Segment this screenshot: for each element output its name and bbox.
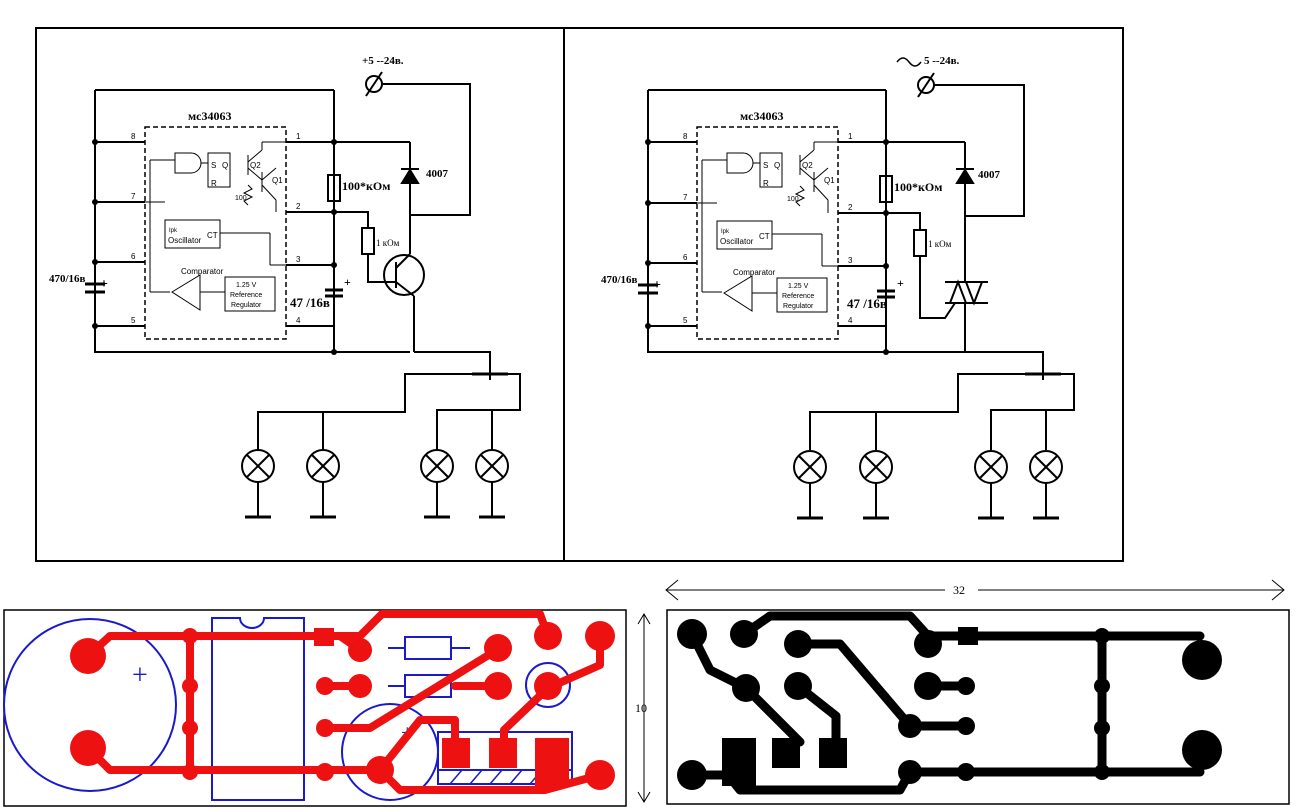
supply-label-right: 5 --24в. [924,55,960,67]
resistor-1k-right [913,229,927,257]
pin-3-right: 3 [848,256,853,265]
pin-1: 1 [296,132,301,141]
ref-line-2: Reference [230,292,262,299]
cap-small-label-right: 47 /16в [847,296,887,311]
reference-block [224,276,276,312]
resistor-100k [327,174,341,202]
latch-r: R [211,179,217,188]
q2-label: Q2 [250,161,261,170]
ref-line-1-right: 1.25 V [788,283,809,290]
pin-7-right: 7 [683,193,688,202]
ct-label-right: CT [759,232,770,241]
right-schematic [563,27,1124,562]
cap-big-plus-right: + [653,278,661,293]
latch-s: S [211,161,216,170]
oscillator-label-right: Oscillator [720,237,754,246]
pin-8-right: 8 [683,132,688,141]
diode-4007-right [955,168,975,184]
pin-3: 3 [296,255,301,264]
ic-name: мс34063 [188,109,232,123]
cap-big-label-right: 470/16в [601,274,638,286]
diode-4007 [400,168,420,184]
cap-small-plus: + [344,275,351,289]
pin-8: 8 [131,132,136,141]
resistor-100k-label-right: 100*кОм [894,180,942,194]
diode-label: 4007 [426,168,449,180]
resistor-100k-label: 100*кОм [342,179,390,193]
pin-2-right: 2 [848,203,853,212]
cap-big-plus: + [100,277,108,292]
ref-line-3: Regulator [231,302,262,309]
ct-label: CT [207,231,218,240]
output-transistor [383,254,425,296]
ic-name-right: мс34063 [740,109,784,123]
comparator-label-right: Comparator [733,268,776,277]
pin-6-right: 6 [683,253,688,262]
q1-label-right: Q1 [824,176,835,185]
cap-small-label: 47 /16в [290,295,330,310]
q1-label: Q1 [272,176,283,185]
ic-outline-right [696,126,839,340]
pin-4-right: 4 [848,316,853,325]
comparator-label: Comparator [181,267,224,276]
lamps-left [241,449,509,519]
latch-q: Q [222,161,228,170]
pin-5: 5 [131,316,136,325]
dimension-height-label: 10 [635,701,647,715]
pcb-frame-right [666,609,1290,805]
lamps-right [793,450,1063,520]
resistor-1k-label-right: 1 кОм [928,239,952,249]
pcb-component-side: + + [3,609,627,807]
pin-5-right: 5 [683,316,688,325]
pcb-copper-side [666,609,1290,805]
latch-r-right: R [763,179,769,188]
cap-big-label: 470/16в [49,273,86,285]
pin-2: 2 [296,202,301,211]
diode-label-right: 4007 [978,169,1001,181]
ic-outline-silk [211,617,305,801]
triac-symbol [945,279,988,306]
ipk-label: Ipk [169,228,178,234]
supply-label: +5 --24в. [362,55,404,67]
resistor-100k-right [879,175,893,203]
ref-line-3-right: Regulator [783,303,814,310]
ipk-label-right: Ipk [721,229,730,235]
pin-4: 4 [296,316,301,325]
oscillator-block [164,219,221,249]
pcb-plus-left: + [132,660,148,691]
latch-s-right: S [763,161,768,170]
r100-label: 100 [235,195,247,202]
resistor-1k-label: 1 кОм [376,238,400,248]
left-schematic [35,27,565,562]
comparator-symbol [171,274,201,311]
r100-label-right: 100 [787,196,799,203]
latch-block [207,152,231,188]
pin-6: 6 [131,252,136,261]
dimension-width [665,579,1285,601]
cap-470-outline [3,618,177,792]
ref-line-2-right: Reference [782,293,814,300]
pin-7: 7 [131,192,136,201]
q2-label-right: Q2 [802,161,813,170]
and-gate [174,152,202,174]
right-schematic-frame [563,27,1124,562]
dimension-height [637,613,651,803]
ic-outline [144,126,287,340]
latch-q-right: Q [774,161,780,170]
dimension-width-label: 32 [953,583,965,597]
ac-symbol [896,57,922,67]
cap-small-plus-right: + [897,276,904,290]
resistor-1k [361,227,375,255]
ref-line-1: 1.25 V [236,282,257,289]
oscillator-label: Oscillator [168,236,202,245]
pin-1-right: 1 [848,132,853,141]
